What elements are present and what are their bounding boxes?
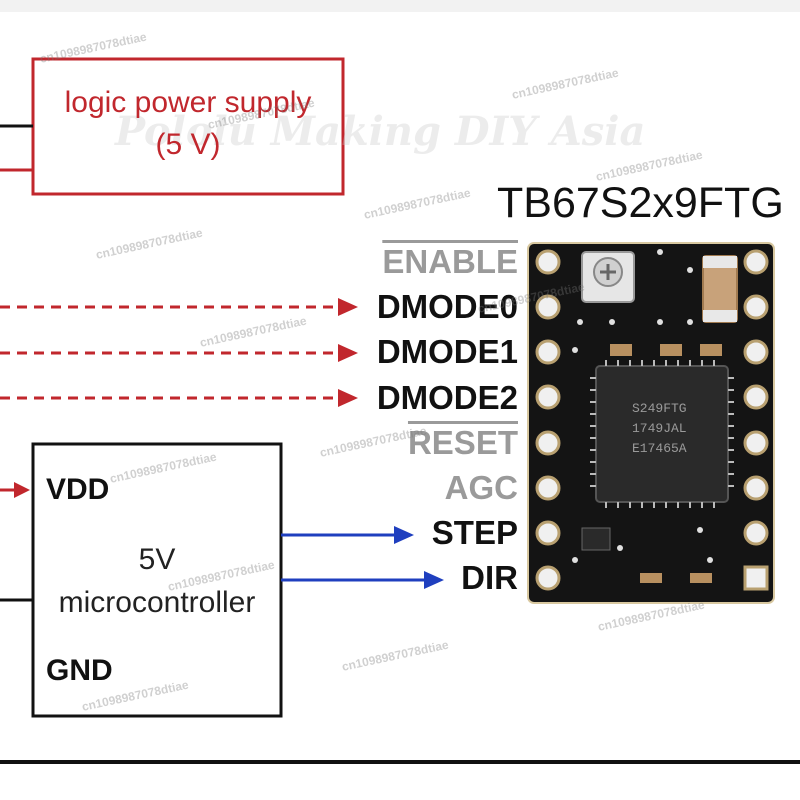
pin-label-reset: RESET <box>407 424 518 461</box>
pin-label-step: STEP <box>431 514 518 551</box>
top-border-strip <box>0 0 800 12</box>
pin-label-enable: ENABLE <box>382 243 518 280</box>
microcontroller-name: microcontroller <box>58 586 256 619</box>
faint-watermark: Pololu Making DIY Asia <box>115 108 646 155</box>
vdd-arrowhead <box>14 482 30 498</box>
potentiometer <box>581 251 635 303</box>
chip-marking-line: 1749JAL <box>632 421 687 436</box>
vdd-label: VDD <box>46 473 110 506</box>
pin-label-agc: AGC <box>444 469 518 506</box>
microcontroller-voltage: 5V <box>138 543 176 576</box>
pin-label-dmode2: DMODE2 <box>376 379 518 416</box>
dir-arrowhead <box>424 571 444 589</box>
left-header-pins <box>535 249 561 591</box>
driver-board: S249FTG 1749JAL E17465A <box>527 242 775 604</box>
chip-marking-line: E17465A <box>632 441 687 456</box>
pin-label-dmode0: DMODE0 <box>376 288 518 325</box>
right-header-pins <box>743 249 769 591</box>
chip-marking-line: S249FTG <box>632 401 687 416</box>
small-ic <box>581 527 611 551</box>
board-title: TB67S2x9FTG <box>497 179 784 227</box>
dmode0-arrowhead <box>338 298 358 316</box>
logic-supply-title: logic power supply <box>64 86 312 119</box>
pin-label-dir: DIR <box>461 559 518 596</box>
pin-label-dmode1: DMODE1 <box>376 333 518 370</box>
dmode2-arrowhead <box>338 389 358 407</box>
gnd-label: GND <box>46 654 113 687</box>
step-arrowhead <box>394 526 414 544</box>
dmode1-arrowhead <box>338 344 358 362</box>
driver-ic: S249FTG 1749JAL E17465A <box>590 360 734 508</box>
logic-supply-voltage: (5 V) <box>155 128 221 161</box>
smd-components <box>610 344 722 583</box>
